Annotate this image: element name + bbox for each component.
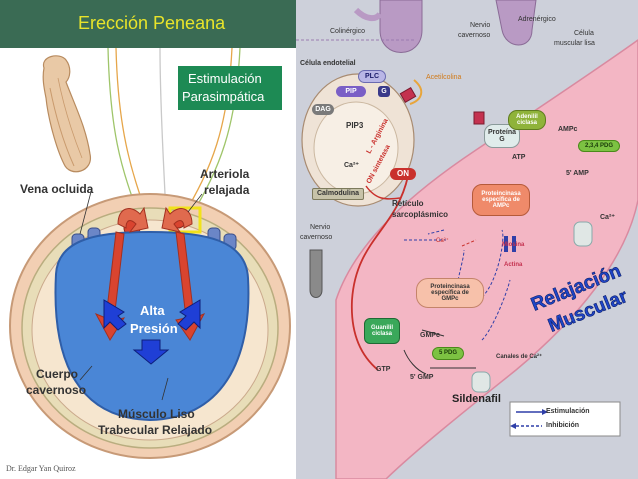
amp5-label: 5' AMP <box>566 170 589 177</box>
proteina-g-badge: Proteína G <box>484 124 520 148</box>
nervio-cavernoso-left-line2: cavernoso <box>300 234 333 241</box>
sildenafil-label: Sildenafil <box>452 393 501 405</box>
pk-gmpc-line3: GMPc <box>441 296 459 303</box>
pdg5-badge: 5 PDG <box>432 347 464 360</box>
pk-ampc-line1: Proteincinasa <box>481 190 521 197</box>
adrenergico-label: Adrenérgico <box>518 16 556 23</box>
reticulo-line2: sarcoplásmico <box>392 210 449 219</box>
calmodulina-badge: Calmodulina <box>312 188 364 200</box>
pip-badge: PIP <box>336 86 366 97</box>
page-title: Erección Peneana <box>78 13 226 33</box>
ampc-label: AMPc <box>558 126 578 133</box>
legend-box <box>509 401 621 437</box>
relajacion-muscular-label: Relajación Muscular <box>528 260 631 337</box>
pk-ampc-line3: AMPc <box>492 203 510 210</box>
canales-label: Canales de Ca²⁺ <box>496 354 543 360</box>
adenilil-line1: Adenilil <box>516 113 538 120</box>
nervio-cavernoso-top-line2: cavernoso <box>458 32 491 39</box>
dag-badge: DAG <box>312 104 334 115</box>
on-badge: ON <box>390 168 416 180</box>
actina-label: Actina <box>504 262 523 268</box>
calcium-channel-icon <box>573 221 593 247</box>
gmpc-label: GMPc <box>420 332 440 339</box>
nervio-cavernoso-top-line1: Nervio <box>470 22 491 29</box>
arginina-rotated-label: L - Arginina ON sintetasa <box>366 118 392 185</box>
miosina-label: Miosina <box>502 242 525 248</box>
pk-gmpc-line1: Proteincinasa <box>430 283 470 290</box>
nervio-cavernoso-left-line1: Nervio <box>310 224 331 231</box>
label-pointers <box>79 187 203 401</box>
colinergic-terminal <box>379 0 423 53</box>
arteriola-label-line1: Arteriola <box>200 167 250 181</box>
musculo-liso-line1: Músculo Liso <box>118 407 195 421</box>
adenilil-line2: ciclasa <box>516 120 538 126</box>
penis-illustration <box>42 55 91 173</box>
beta-receptor <box>473 111 485 125</box>
legend-estimulacion: Estimulación <box>546 408 590 415</box>
ca-endothelial-label: Ca²⁺ <box>344 162 359 169</box>
myosin-icon <box>504 236 508 252</box>
stimulation-label-line1: Estimulación <box>188 71 262 86</box>
guanilil-line1: Guanilil <box>370 324 393 331</box>
celula-endotelial-label: Célula endotelial <box>300 60 356 67</box>
musculo-liso-line2: Trabecular Relajado <box>98 423 213 437</box>
stimulation-label-line2: Parasimpática <box>182 89 265 104</box>
blood-inflow-arrows <box>94 206 206 341</box>
g-badge: G <box>378 86 390 97</box>
celula-muscular-line1: Célula <box>574 30 594 37</box>
pk-ampc-badge: Proteincinasa específica de AMPc <box>472 184 530 216</box>
cuerpo-cavernoso-line1: Cuerpo <box>36 367 78 381</box>
alta-presion-line1: Alta <box>140 303 165 318</box>
gmp5-label: 5' GMP <box>410 374 434 381</box>
title-bar <box>0 0 296 48</box>
proteina-g-line2: G <box>499 136 505 143</box>
pk-gmpc-badge: Proteincinasa específica de GMPc <box>416 278 484 308</box>
ca-center-label: Ca²⁺ <box>436 238 449 244</box>
right-panel: Relajación Muscular Colinérgico Nervio c… <box>296 0 638 479</box>
alta-presion-line2: Presión <box>130 321 178 336</box>
celula-muscular-line2: muscular lisa <box>554 40 595 47</box>
adrenergic-terminal <box>495 0 537 46</box>
pk-gmpc-line2: específica de <box>431 289 469 296</box>
pip3-label: PIP3 <box>346 121 364 130</box>
penile-cross-section-drawing <box>9 48 291 459</box>
pressure-arrows <box>103 299 201 365</box>
gtp-label: GTP <box>376 366 391 373</box>
ca-right-label: Ca²⁺ <box>600 214 615 221</box>
plc-badge: PLC <box>358 70 386 83</box>
atp-label: ATP <box>512 154 526 161</box>
proteina-g-line1: Proteína <box>487 128 516 136</box>
left-panel: Erección Peneana <box>0 0 296 479</box>
pdg-234-badge: 2,3,4 PDG <box>578 140 620 152</box>
signaling-pathway-drawing <box>296 0 638 479</box>
acetilcolina-label: Acetilcolina <box>426 74 462 81</box>
credit: Dr. Edgar Yan Quiroz <box>6 464 76 473</box>
guanilil-ciclasa-badge: Guanilil ciclasa <box>364 318 400 344</box>
stimulation-box <box>178 66 282 110</box>
pk-ampc-line2: específica de <box>482 196 520 203</box>
guanilil-line2: ciclasa <box>371 331 393 337</box>
arteriola-label-line2: relajada <box>204 183 250 197</box>
cuerpo-cavernoso-line2: cavernoso <box>26 383 87 397</box>
legend-inhibicion: Inhibición <box>546 422 580 429</box>
adenilil-ciclasa-badge: Adenilil ciclasa <box>508 110 546 130</box>
reticulo-line1: Retículo <box>392 199 424 208</box>
colinergico-label: Colinérgico <box>330 28 366 35</box>
vena-ocluida-label: Vena ocluida <box>20 182 94 196</box>
